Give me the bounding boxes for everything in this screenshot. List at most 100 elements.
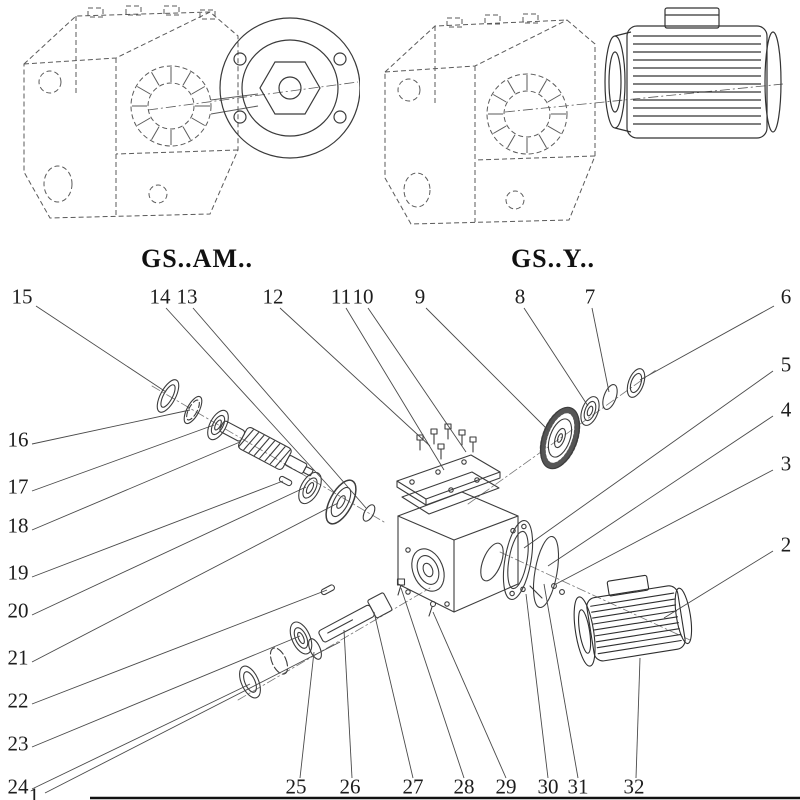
callout-7: 7 xyxy=(584,284,596,309)
leader-line-31 xyxy=(543,583,579,779)
callout-28: 28 xyxy=(453,774,475,799)
leader-line-18 xyxy=(31,441,241,531)
part-oil-seal-input xyxy=(156,379,180,413)
part-bearing-input-front xyxy=(207,409,229,441)
leader-line-20 xyxy=(31,486,307,616)
leader-line-12 xyxy=(279,307,431,447)
part-circlip xyxy=(602,384,618,410)
leader-line-16 xyxy=(31,409,191,445)
leader-line-3 xyxy=(555,469,774,585)
leader-line-22 xyxy=(31,589,328,705)
part-snap-ring xyxy=(269,647,289,675)
centerline-right xyxy=(504,83,784,113)
part-worm-gear xyxy=(539,406,581,470)
leader-line-21 xyxy=(31,502,339,663)
output-flange xyxy=(219,17,360,159)
callout-14: 14 xyxy=(149,284,171,309)
part-worm-shaft xyxy=(219,420,314,477)
callout-18: 18 xyxy=(7,513,29,538)
bore-hatch-left xyxy=(131,66,210,146)
part-top-cover xyxy=(396,454,501,506)
leader-line-28 xyxy=(400,587,465,779)
leader-line-19 xyxy=(31,480,284,578)
callout-4: 4 xyxy=(780,397,792,422)
leader-line-9 xyxy=(425,307,549,431)
callout-23: 23 xyxy=(7,731,29,756)
model-label-gs-y: GS..Y.. xyxy=(510,244,596,273)
bore-hatch-right xyxy=(487,74,566,154)
callout-3: 3 xyxy=(780,451,792,476)
electric-motor xyxy=(604,7,782,139)
callout-27: 27 xyxy=(402,774,424,799)
leader-line-29 xyxy=(432,611,507,779)
callout-2: 2 xyxy=(780,532,792,557)
leader-line-1 xyxy=(44,641,341,794)
part-key xyxy=(278,475,293,487)
leader-line-13 xyxy=(192,307,367,509)
leader-line-2 xyxy=(663,550,774,619)
leader-line-7 xyxy=(591,307,610,393)
leader-line-24 xyxy=(31,683,251,790)
part-output-shaft xyxy=(318,592,393,643)
callout-20: 20 xyxy=(7,598,29,623)
assembly-axes xyxy=(151,369,691,701)
part-motor xyxy=(573,574,693,667)
part-flange-gasket xyxy=(532,535,560,609)
part-bearing-input-rear xyxy=(298,471,322,505)
callout-1: 1 xyxy=(28,783,40,800)
callout-11: 11 xyxy=(330,284,352,309)
part-flange-bolts xyxy=(529,583,565,599)
callout-22: 22 xyxy=(7,688,29,713)
part-shaft-key xyxy=(320,584,335,596)
leader-line-10 xyxy=(367,307,467,453)
part-oil-seal-output xyxy=(626,368,646,398)
leader-line-11 xyxy=(345,307,445,471)
callout-31: 31 xyxy=(567,774,589,799)
callout-19: 19 xyxy=(7,560,29,585)
callout-9: 9 xyxy=(414,284,426,309)
gearbox-motor-drawing xyxy=(384,7,784,225)
part-shaft-seal xyxy=(239,665,261,699)
leader-line-23 xyxy=(31,635,301,748)
leader-line-32 xyxy=(635,657,641,779)
callout-15: 15 xyxy=(11,284,33,309)
leader-line-15 xyxy=(35,305,167,393)
leader-line-5 xyxy=(523,370,774,549)
callout-29: 29 xyxy=(495,774,517,799)
leader-lines xyxy=(31,305,775,794)
callout-13: 13 xyxy=(176,284,198,309)
callout-12: 12 xyxy=(262,284,284,309)
leader-line-8 xyxy=(523,307,589,407)
callout-17: 17 xyxy=(7,474,29,499)
callout-25: 25 xyxy=(285,774,307,799)
part-bearing-shaft xyxy=(289,621,313,655)
part-set-screw xyxy=(428,600,437,617)
centerline-left xyxy=(147,81,359,111)
housing-outline-right xyxy=(384,13,596,225)
gearbox-flange-drawing xyxy=(23,5,360,219)
housing-outline-left xyxy=(23,5,239,219)
part-spacer-disc xyxy=(325,479,357,525)
callout-26: 26 xyxy=(339,774,361,799)
leader-line-17 xyxy=(31,424,215,492)
callout-21: 21 xyxy=(7,645,29,670)
callout-24: 24 xyxy=(7,774,29,799)
part-motor-flange xyxy=(502,519,534,601)
leader-line-26 xyxy=(343,629,353,779)
leader-line-6 xyxy=(639,305,775,381)
callout-16: 16 xyxy=(7,427,29,452)
part-housing-bolt xyxy=(396,578,406,596)
part-retaining-ring-input xyxy=(183,395,203,425)
model-label-gs-am: GS..AM.. xyxy=(141,244,253,273)
leader-line-25 xyxy=(299,651,315,779)
callout-8: 8 xyxy=(514,284,526,309)
leader-line-30 xyxy=(525,593,549,779)
callout-5: 5 xyxy=(780,352,792,377)
part-cover-bolts xyxy=(416,423,477,460)
leader-line-4 xyxy=(547,415,774,567)
callout-32: 32 xyxy=(623,774,645,799)
callout-6: 6 xyxy=(780,284,792,309)
callout-10: 10 xyxy=(352,284,374,309)
